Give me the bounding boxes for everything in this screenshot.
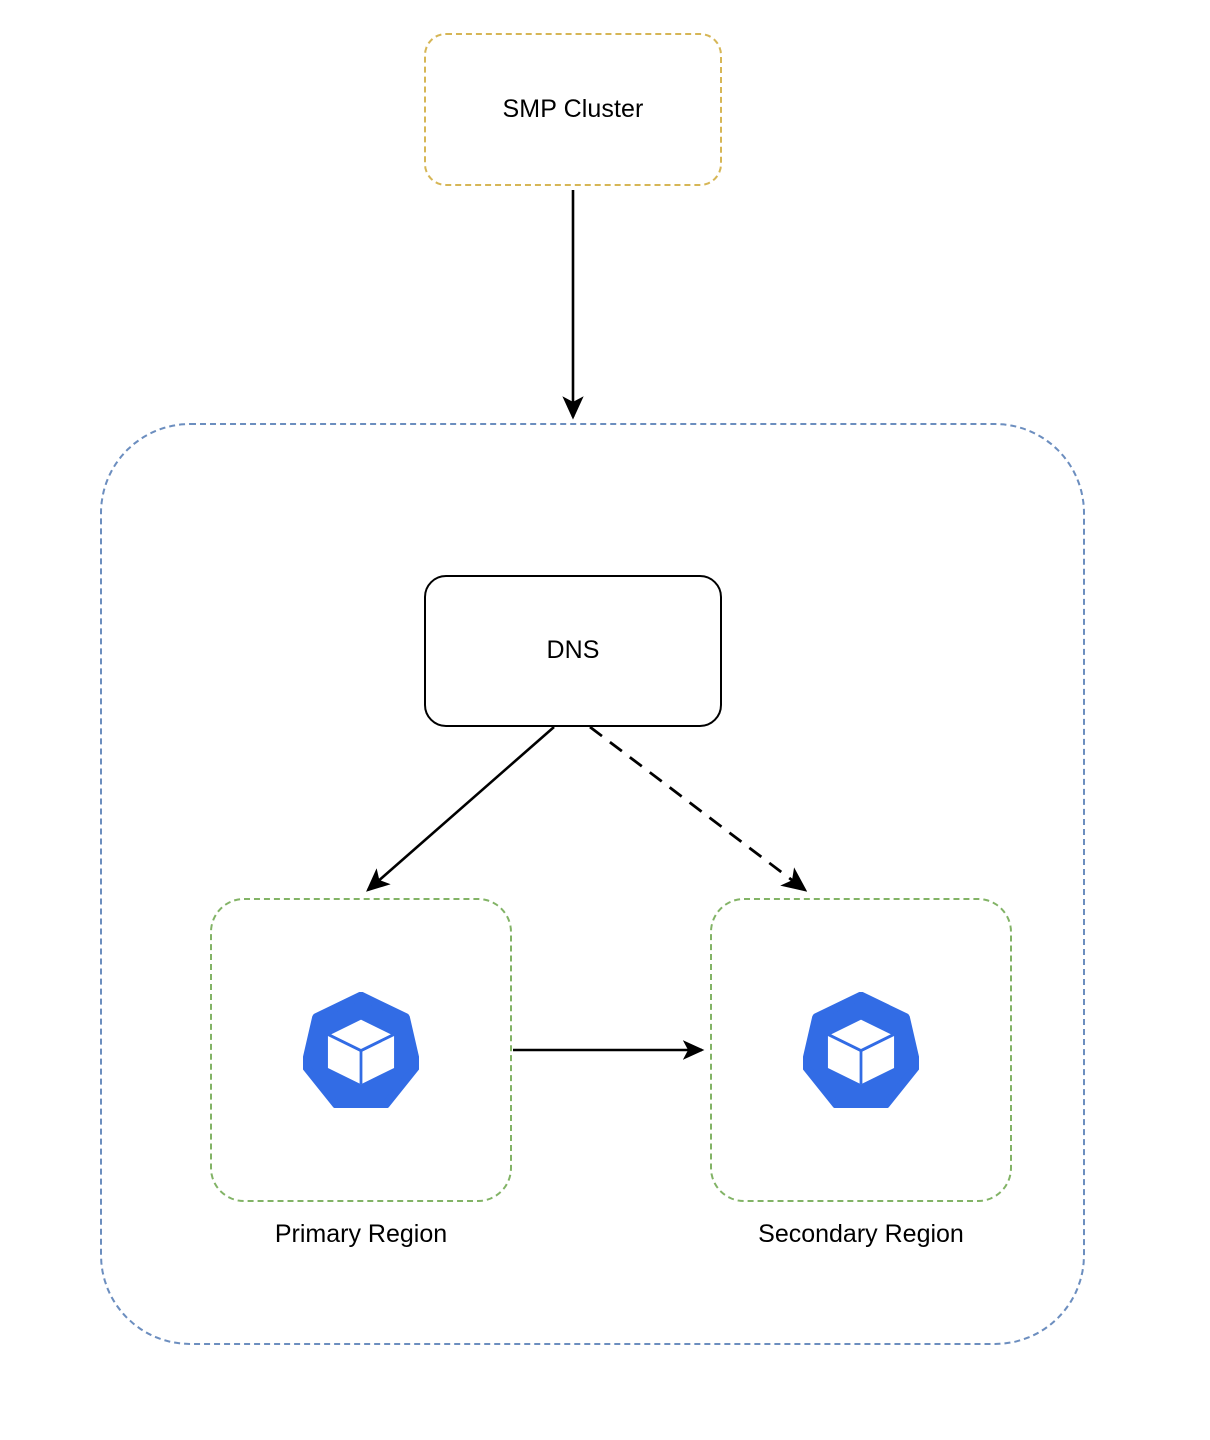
platform-boundary-group[interactable]	[100, 423, 1085, 1345]
kubernetes-icon	[803, 992, 919, 1108]
secondary-region-label: Secondary Region	[758, 1220, 964, 1248]
primary-region-box[interactable]	[210, 898, 512, 1202]
smp-cluster-label: SMP Cluster	[502, 94, 644, 123]
kubernetes-icon	[303, 992, 419, 1108]
secondary-region-box[interactable]	[710, 898, 1012, 1202]
primary-region-label: Primary Region	[274, 1220, 448, 1248]
dns-label: DNS	[546, 636, 600, 665]
dns-node[interactable]: DNS	[424, 575, 722, 727]
smp-cluster-node[interactable]: SMP Cluster	[424, 33, 722, 186]
